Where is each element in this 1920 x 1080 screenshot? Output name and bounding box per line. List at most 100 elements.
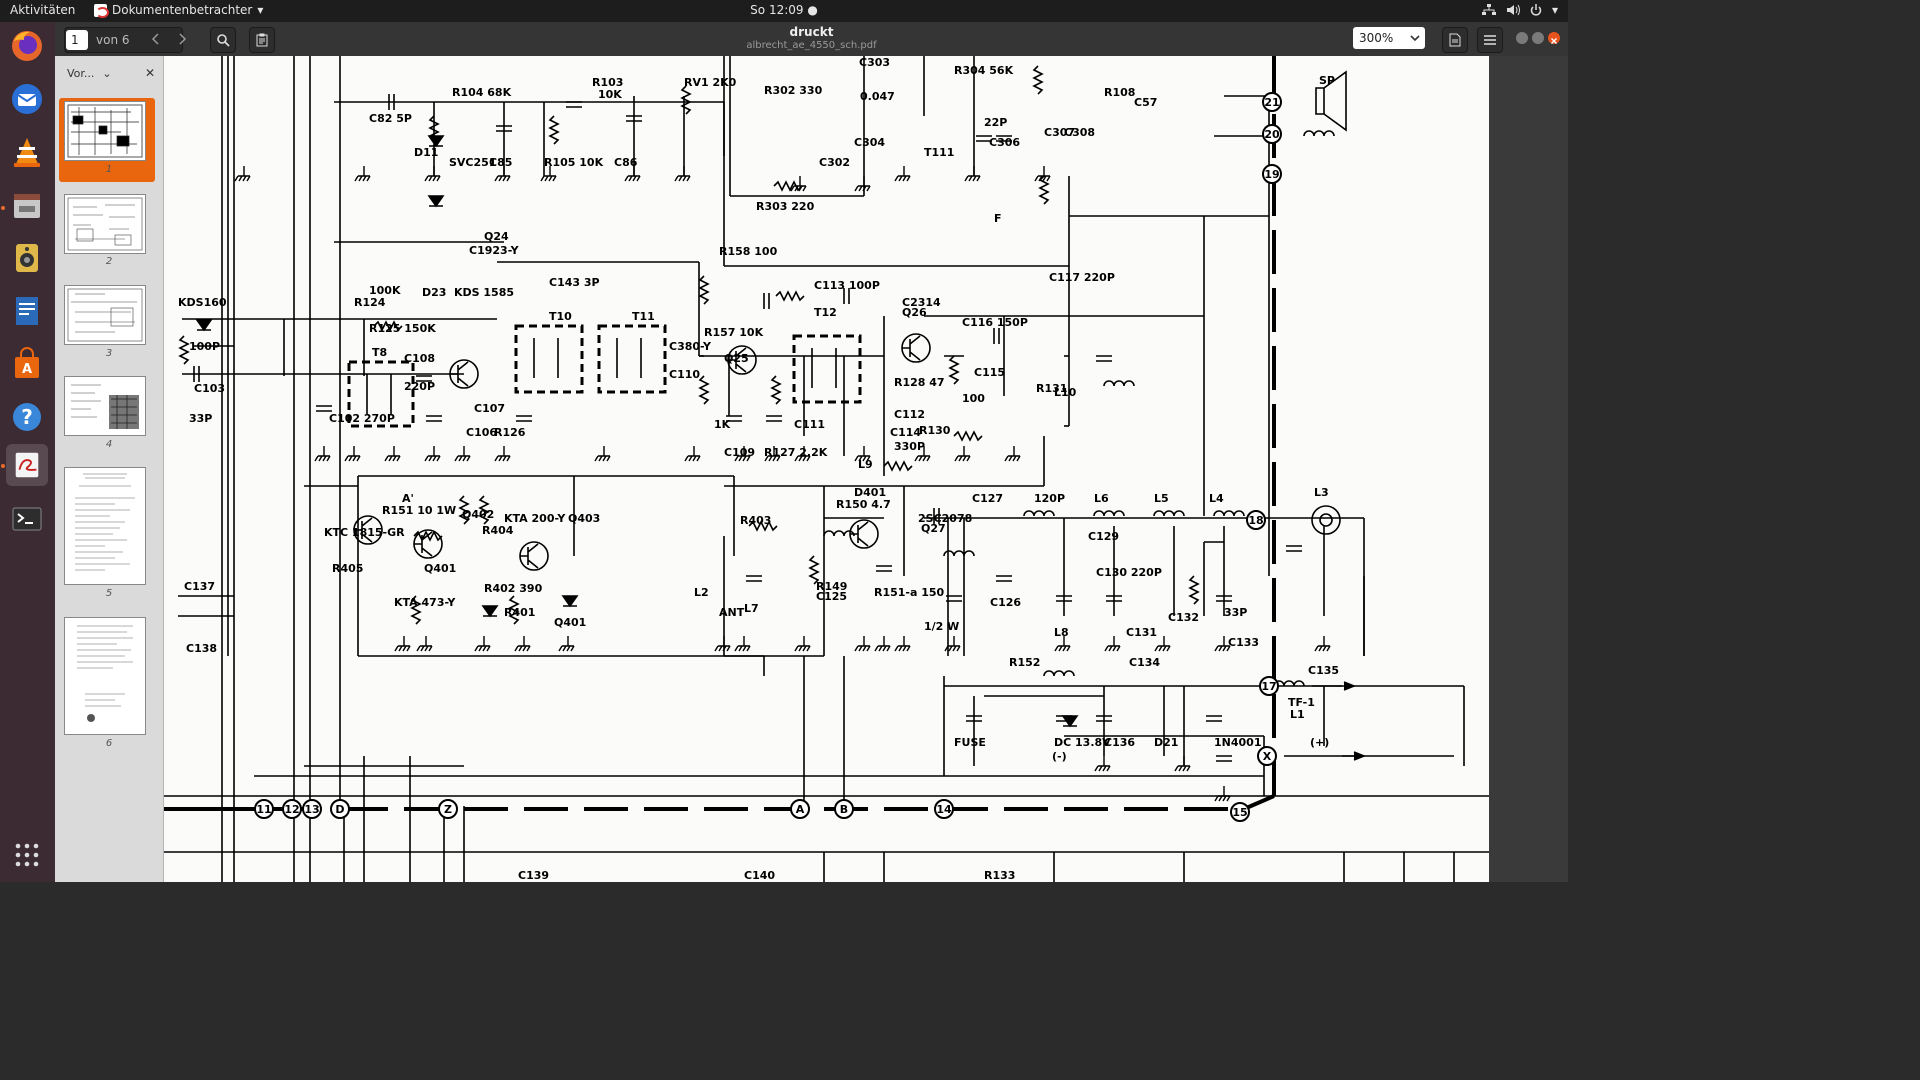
chevron-left-icon: [151, 33, 159, 45]
terminal-launcher[interactable]: [6, 498, 48, 540]
annotations-button[interactable]: [249, 27, 275, 53]
files-launcher[interactable]: [6, 184, 48, 226]
transistor-leads: [354, 517, 373, 543]
page-selector[interactable]: 1 von 6: [64, 27, 183, 53]
ground-symbol: [954, 446, 971, 462]
ground-symbol: [1214, 636, 1231, 652]
resistor-symbol: [773, 180, 803, 192]
thumbnail-label-3: 3: [105, 348, 113, 359]
resistor-symbol: [1188, 575, 1200, 605]
schematic-label: C130 220P: [1096, 566, 1162, 579]
next-page-button[interactable]: [170, 27, 194, 51]
schematic-label: C106: [466, 426, 497, 439]
chevron-right-icon: [179, 33, 187, 45]
resistor-symbol: [548, 115, 560, 145]
connector-circle: [1262, 164, 1282, 184]
ground-symbol: [1314, 636, 1331, 652]
document-viewer-icon: [15, 452, 39, 478]
schematic-label: C113 100P: [814, 279, 880, 292]
resistor-symbol: [1032, 65, 1044, 95]
connector-label: 18: [1248, 514, 1263, 527]
diode-symbol: [481, 605, 499, 618]
maximize-button[interactable]: [1532, 32, 1544, 44]
app-grid-icon: [15, 843, 39, 867]
ground-symbol: [384, 446, 401, 462]
resistor-symbol: [698, 275, 710, 305]
close-icon: [1551, 38, 1557, 44]
page-thumbnail-6[interactable]: [64, 617, 146, 735]
sidebar-mode-select[interactable]: Vor...: [67, 66, 95, 80]
page-thumbnail-4[interactable]: [64, 376, 146, 436]
ground-symbol: [594, 446, 611, 462]
close-window-button[interactable]: [1548, 32, 1560, 44]
help-launcher[interactable]: ?: [6, 396, 48, 438]
antenna-connector-symbol: [1311, 505, 1341, 535]
schematic-label: 0.047: [860, 90, 895, 103]
activities-button[interactable]: Aktivitäten: [10, 3, 76, 17]
ground-symbol: [854, 176, 871, 192]
chevron-down-icon[interactable]: ⌄: [102, 66, 112, 80]
close-sidebar-icon[interactable]: ✕: [144, 66, 155, 80]
schematic-label: Q403: [568, 512, 600, 525]
transistor-leads: [414, 531, 433, 557]
previous-page-button[interactable]: [144, 27, 168, 51]
transformer-symbol: [514, 324, 584, 394]
page-number-input[interactable]: 1: [66, 30, 88, 50]
schematic-label: 33P: [1224, 606, 1247, 619]
zoom-selector[interactable]: 300%: [1353, 27, 1425, 49]
schematic-label: 33P: [189, 412, 212, 425]
schematic-label: R124: [354, 296, 386, 309]
page-thumbnail-1[interactable]: [64, 101, 146, 161]
inductor-symbol: [1103, 380, 1135, 387]
software-launcher[interactable]: A: [6, 343, 48, 385]
firefox-launcher[interactable]: [6, 25, 48, 67]
capacitor-symbol: [746, 575, 762, 582]
show-applications-button[interactable]: [6, 834, 48, 876]
connector-circle: [330, 799, 350, 819]
resistor-symbol: [458, 495, 470, 525]
schematic-label: C82 5P: [369, 112, 412, 125]
inductor-symbol: [1093, 510, 1125, 517]
schematic-label: C107: [474, 402, 505, 415]
ground-symbol: [1154, 636, 1171, 652]
schematic-label: R104 68K: [452, 86, 512, 99]
volume-icon: [1506, 4, 1520, 16]
running-indicator: [1, 206, 5, 210]
vlc-launcher[interactable]: [6, 131, 48, 173]
page-layout-button[interactable]: [1442, 27, 1468, 53]
search-button[interactable]: [210, 27, 236, 53]
capacitor-symbol: [843, 288, 850, 304]
page-thumbnail-2[interactable]: [64, 194, 146, 254]
connector-circle: [1257, 746, 1277, 766]
page-thumbnail-3[interactable]: [64, 285, 146, 345]
schematic-label: KDS 1585: [454, 286, 514, 299]
writer-launcher[interactable]: [6, 290, 48, 332]
connector-circle: [834, 799, 854, 819]
page-thumbnail-5[interactable]: [64, 467, 146, 585]
diode-symbol: [427, 135, 445, 148]
schematic-label: T111: [924, 146, 954, 159]
thumbnail-label-4: 4: [105, 439, 113, 450]
schematic-label: R127 2.2K: [764, 446, 828, 459]
capacitor-symbol: [993, 328, 1000, 344]
schematic-label: F: [994, 212, 1002, 225]
capacitor-symbol: [946, 595, 962, 602]
schematic-label: R150 4.7: [836, 498, 891, 511]
ground-symbol: [514, 636, 531, 652]
transformer-winding: [533, 338, 559, 378]
app-menu[interactable]: Dokumentenbetrachter ▾: [94, 3, 263, 18]
system-tray[interactable]: ▾: [1481, 3, 1558, 17]
rhythmbox-launcher[interactable]: [6, 237, 48, 279]
schematic-label: TF-1: [1288, 696, 1315, 709]
resistor-symbol: [808, 555, 820, 585]
schematic-label: Q24: [484, 230, 509, 243]
thunderbird-launcher[interactable]: [6, 78, 48, 120]
capacitor-symbol: [996, 575, 1012, 582]
document-viewer-launcher[interactable]: [6, 444, 48, 486]
resistor-symbol: [178, 335, 190, 365]
connector-label: Z: [444, 803, 452, 816]
minimize-button[interactable]: [1516, 32, 1528, 44]
main-menu-button[interactable]: [1477, 27, 1503, 53]
